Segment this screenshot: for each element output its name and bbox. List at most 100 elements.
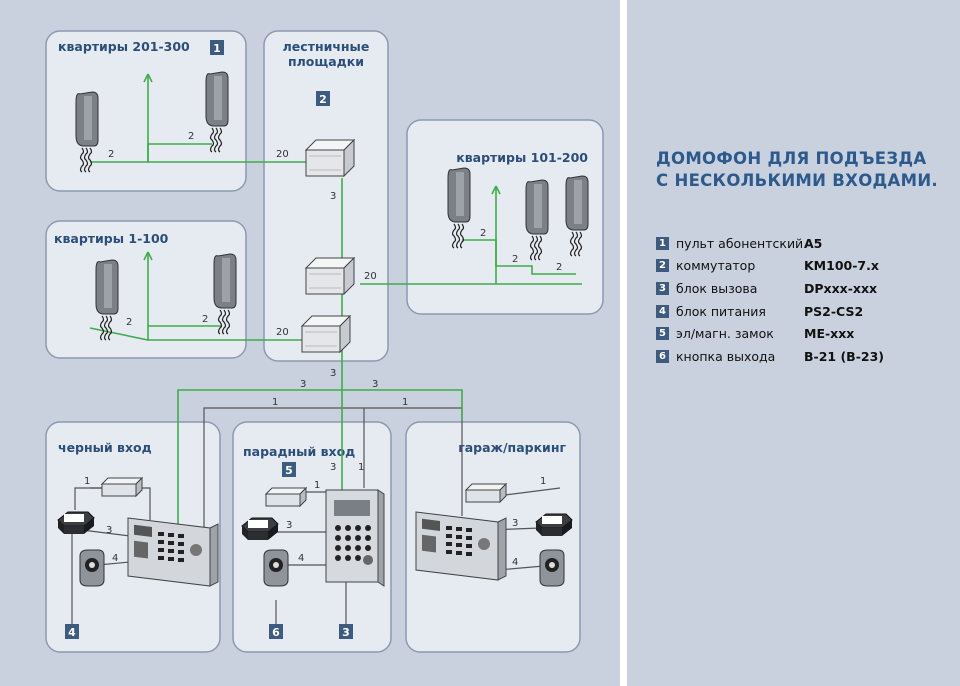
svg-text:3: 3 (342, 626, 350, 639)
legend-badge: 3 (656, 281, 669, 295)
maglock-icon (265, 487, 307, 507)
wire-label: 3 (372, 379, 378, 390)
panel-apartments-1-100: квартиры 1-100 (45, 220, 247, 359)
badge-4: 4 (65, 624, 79, 639)
legend-badge: 2 (656, 259, 669, 273)
green-wires (89, 73, 582, 530)
exit-button-icon (263, 549, 289, 587)
badge-1: 1 (210, 40, 224, 55)
legend: 1 пульт абонентский A5 2 коммутатор KM10… (656, 232, 946, 368)
wire-label: 3 (286, 520, 292, 531)
wire-label: 3 (300, 379, 306, 390)
wire-label: 4 (298, 553, 304, 564)
exit-button-icon (79, 549, 105, 587)
legend-model: B-21 (B-23) (804, 348, 884, 364)
legend-badge: 1 (656, 236, 669, 250)
panel-front-entrance: парадный вход (232, 421, 392, 653)
wire-label: 3 (330, 368, 336, 379)
wire-label: 1 (540, 476, 546, 487)
wire-label: 3 (330, 462, 336, 473)
wire-label: 3 (106, 525, 112, 536)
maglock-icon (101, 477, 143, 497)
legend-model: ME-xxx (804, 326, 855, 342)
legend-item: 1 пульт абонентский A5 (656, 232, 946, 255)
wire-label: 3 (512, 518, 518, 529)
call-panel-icon (325, 489, 385, 587)
svg-text:5: 5 (285, 464, 293, 477)
wire-labels: 2 2 20 3 2 2 20 2 2 2 20 3 3 3 1 1 3 1 1… (84, 131, 562, 568)
wire-label: 2 (188, 131, 194, 142)
exit-button-icon (539, 549, 565, 587)
legend-item: 2 коммутатор KM100-7.x (656, 255, 946, 278)
legend-label: блок вызова (676, 280, 758, 296)
badge-3: 3 (339, 624, 353, 639)
wire-label: 2 (480, 228, 486, 239)
wire-label: 1 (358, 462, 364, 473)
wire-label: 20 (364, 271, 377, 282)
page-title: ДОМОФОН ДЛЯ ПОДЪЕЗДА С НЕСКОЛЬКИМИ ВХОДА… (656, 148, 946, 192)
svg-text:2: 2 (319, 93, 327, 106)
switchbox-icon (305, 139, 355, 177)
panel-title-apt-101-200: квартиры 101-200 (456, 150, 588, 165)
wire-label: 2 (556, 262, 562, 273)
wire-label: 1 (272, 397, 278, 408)
green-wire-201-300-left (90, 143, 212, 163)
legend-item: 6 кнопка выхода B-21 (B-23) (656, 345, 946, 368)
legend-label: пульт абонентский (676, 235, 804, 251)
legend-model: PS2-CS2 (804, 303, 864, 319)
legend-label: блок питания (676, 303, 766, 319)
switchbox-icon (305, 257, 355, 295)
panel-staircase-landings: лестничные площадки (263, 30, 389, 362)
wire-label: 2 (512, 254, 518, 265)
legend-item: 4 блок питания PS2-CS2 (656, 300, 946, 323)
wire-label: 20 (276, 149, 289, 160)
legend-badge: 6 (656, 349, 669, 363)
green-wire-101-200-units (462, 239, 576, 275)
legend-item: 5 эл/магн. замок ME-xxx (656, 322, 946, 345)
panel-apartments-201-300: квартиры 201-300 (45, 30, 247, 192)
badge-5: 5 (282, 462, 296, 477)
gray-wire-back-psu-panel (81, 529, 131, 537)
badge-2: 2 (316, 91, 330, 106)
wire-label: 1 (314, 480, 320, 491)
maglock-icon (465, 483, 507, 503)
wire-label: 1 (402, 397, 408, 408)
wire-label: 2 (108, 149, 114, 160)
badge-6: 6 (269, 624, 283, 639)
gray-wire-backbone (203, 407, 463, 530)
legend-badge: 4 (656, 304, 669, 318)
page-title-line-1: ДОМОФОН ДЛЯ ПОДЪЕЗДА (656, 149, 927, 168)
panel-title-stairs-1: лестничные (283, 39, 370, 54)
legend-model: DPxxx-xxx (804, 280, 878, 296)
legend-label: коммутатор (676, 258, 756, 274)
panel-title-front-entrance: парадный вход (243, 444, 355, 459)
panel-title-back-entrance: черный вход (58, 440, 152, 455)
call-panel-icon (415, 511, 507, 581)
svg-text:6: 6 (272, 626, 280, 639)
call-panel-icon (127, 517, 219, 587)
wire-label: 2 (126, 317, 132, 328)
legend-label: кнопка выхода (676, 348, 776, 364)
svg-text:1: 1 (213, 42, 221, 55)
switchbox-icon (301, 315, 351, 353)
legend-badge: 5 (656, 327, 669, 341)
panel-title-stairs-2: площадки (288, 54, 364, 69)
wire-label: 4 (512, 557, 518, 568)
wire-label: 20 (276, 327, 289, 338)
panel-title-apt-1-100: квартиры 1-100 (54, 231, 169, 246)
panel-title-garage: гараж/паркинг (458, 440, 566, 455)
svg-text:4: 4 (68, 626, 76, 639)
wire-label: 3 (330, 191, 336, 202)
wire-label: 2 (202, 314, 208, 325)
green-wire-entrances (177, 389, 463, 530)
page-title-line-2: С НЕСКОЛЬКИМИ ВХОДАМИ. (656, 171, 938, 190)
legend-model: KM100-7.x (804, 258, 879, 274)
wire-label: 1 (84, 476, 90, 487)
panel-apartments-101-200: квартиры 101-200 (406, 119, 604, 315)
panel-title-apt-201-300: квартиры 201-300 (58, 39, 190, 54)
intercom-wiring-diagram: квартиры 201-300 лестничные площадки ква… (45, 30, 604, 653)
legend-background (627, 0, 960, 686)
legend-model: A5 (804, 235, 823, 251)
wire-label: 4 (112, 553, 118, 564)
legend-label: эл/магн. замок (676, 326, 774, 342)
